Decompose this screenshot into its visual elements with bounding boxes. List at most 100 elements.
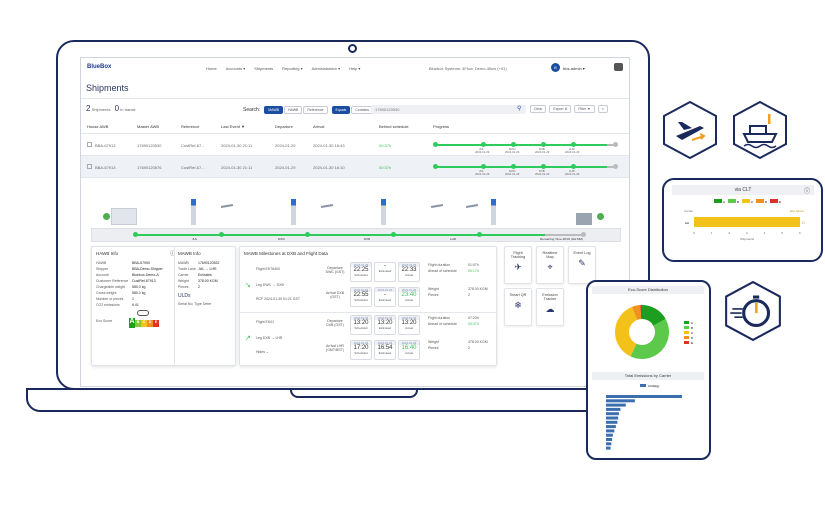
x-tick: 1 bbox=[711, 231, 713, 235]
legend-label: B bbox=[737, 200, 739, 204]
row-checkbox[interactable] bbox=[87, 142, 92, 147]
remaining-time: Remaining Time 48:00 (HH:MM) bbox=[540, 237, 584, 241]
cell-ref: CustRef-67... bbox=[181, 143, 205, 148]
tile-icon: ☁ bbox=[545, 304, 555, 314]
cell-behind: 00:37h bbox=[379, 143, 392, 148]
field-label: Weight bbox=[178, 279, 189, 283]
flight-stat-label: Flight duration bbox=[428, 263, 451, 267]
tile-flight-tracking[interactable]: Flight Tracking✈ bbox=[504, 246, 532, 284]
stop-code: DWC bbox=[509, 169, 516, 173]
search-type-mawb[interactable]: MAWB bbox=[264, 106, 283, 114]
emission-bar bbox=[606, 412, 619, 416]
tile-realtime-map[interactable]: Realtime Map⌖ bbox=[536, 246, 564, 284]
tile-icon: ✎ bbox=[578, 258, 586, 268]
time-date: 2024-01-29 bbox=[375, 316, 395, 320]
column-header[interactable]: House AWB bbox=[87, 124, 109, 129]
column-header[interactable]: Last Event ▼ bbox=[221, 124, 245, 129]
field-label: Shipper bbox=[96, 267, 109, 271]
match-contains[interactable]: Contains bbox=[351, 106, 374, 114]
flight-leg: Leg DWC → DXB bbox=[256, 283, 284, 287]
bluebox-logo[interactable]: BlueBox bbox=[87, 64, 112, 70]
column-header[interactable]: Behind schedule bbox=[379, 124, 409, 129]
progress-stop bbox=[571, 164, 576, 169]
filter-button[interactable]: Filter ▼ bbox=[574, 105, 595, 113]
field-label: Gross weight bbox=[96, 291, 117, 295]
arr-label: Arrival LHR (GMT/BST) bbox=[326, 344, 344, 352]
time-date: 2024-01-29 bbox=[351, 288, 371, 292]
x-tick: 3 bbox=[746, 231, 748, 235]
legend-swatch bbox=[728, 199, 736, 203]
info-icon[interactable]: ⓘ bbox=[170, 251, 176, 257]
nav-item[interactable]: Help ▾ bbox=[349, 66, 361, 71]
tile-label: Emission Tracker bbox=[542, 293, 558, 301]
column-header[interactable]: Reference bbox=[181, 124, 200, 129]
x-tick: 6 bbox=[799, 231, 801, 235]
search-input[interactable]: 17690120530 bbox=[371, 105, 526, 114]
search-icon[interactable]: ⚲ bbox=[517, 106, 522, 112]
column-header[interactable]: Progress bbox=[433, 124, 450, 129]
emission-bar bbox=[606, 438, 613, 441]
time-value: 13:20 bbox=[377, 320, 393, 326]
bar bbox=[694, 217, 800, 227]
nav-item[interactable]: Home bbox=[206, 66, 217, 71]
time-date: 2024-01-29 bbox=[399, 288, 419, 292]
tile-smart-qr[interactable]: Smart QR❄ bbox=[504, 288, 532, 326]
time-kind: Estimated bbox=[378, 326, 392, 330]
field-value: Bluebox-Demo-A bbox=[132, 273, 159, 277]
avatar[interactable]: B bbox=[551, 63, 560, 72]
flight-stat-label: Ahead of schedule bbox=[428, 322, 457, 326]
tile-event-log[interactable]: Event Log✎ bbox=[568, 246, 596, 284]
column-header[interactable]: Master AWB bbox=[137, 124, 160, 129]
stop-date: 2024-01-29 bbox=[535, 172, 550, 176]
flight-extra: RCF 2024-01-30 01:21 GST bbox=[256, 297, 300, 301]
cell-mawb: 17690120530 bbox=[137, 143, 162, 148]
time-date: 2024-01-29 bbox=[399, 341, 419, 345]
direction-arrow-icon: ↗ bbox=[245, 335, 251, 342]
search-type-hawb[interactable]: HAWB bbox=[284, 106, 303, 114]
legend-swatch bbox=[742, 199, 750, 203]
progress-stop bbox=[433, 164, 438, 169]
tile-emission-tracker[interactable]: Emission Tracker ☁ bbox=[536, 288, 564, 326]
export-button[interactable]: Export ⬇ bbox=[549, 105, 572, 113]
time-value: 23:40 bbox=[401, 292, 417, 298]
route-stop-label: DXB bbox=[364, 237, 371, 241]
flight-leg: Leg DXB → LHR bbox=[256, 336, 283, 340]
route-stop bbox=[133, 232, 138, 237]
flight-stat-value: 2 bbox=[468, 293, 470, 297]
legend-label: A bbox=[723, 200, 725, 204]
nav-item[interactable]: Accounts ▾ bbox=[225, 66, 246, 71]
progress-stop bbox=[571, 142, 576, 147]
plane-icon bbox=[220, 203, 234, 209]
row-checkbox[interactable] bbox=[87, 164, 92, 169]
stop-date: 2024-01-29 bbox=[475, 172, 490, 176]
x-tick: 5 bbox=[781, 231, 783, 235]
search-type-reference[interactable]: Reference bbox=[303, 106, 328, 114]
nav-item[interactable]: Shipments bbox=[254, 66, 274, 71]
legend-swatch bbox=[714, 199, 722, 203]
flight-stat-label: Flight duration bbox=[428, 316, 451, 320]
nav-item[interactable]: Administration ▾ bbox=[311, 66, 341, 71]
user-menu[interactable]: bbs-admin ▾ bbox=[563, 66, 585, 71]
flight-extra[interactable]: Hides ⌄ bbox=[256, 350, 269, 354]
match-equals[interactable]: Equals bbox=[331, 106, 351, 114]
control-tower-icon bbox=[381, 199, 386, 225]
field-value: 1 bbox=[132, 297, 134, 301]
time-kind: Actual bbox=[405, 326, 413, 330]
info-icon[interactable]: ⓘ bbox=[804, 189, 811, 195]
clear-button[interactable]: Clear bbox=[530, 105, 547, 113]
column-header[interactable]: Departure bbox=[275, 124, 293, 129]
legend-label: D bbox=[691, 336, 694, 340]
org-select[interactable]: Bluebox Systems: 4Flow, Demo-4flow (+01) bbox=[429, 66, 507, 71]
emission-bar bbox=[606, 416, 619, 420]
inbox-icon[interactable] bbox=[614, 63, 623, 71]
settings-button[interactable]: ≡ bbox=[597, 105, 608, 113]
time-kind: Scheduled bbox=[354, 298, 368, 302]
nav-item[interactable]: Reporting ▾ bbox=[282, 66, 303, 71]
column-header[interactable]: Arrival bbox=[313, 124, 325, 129]
